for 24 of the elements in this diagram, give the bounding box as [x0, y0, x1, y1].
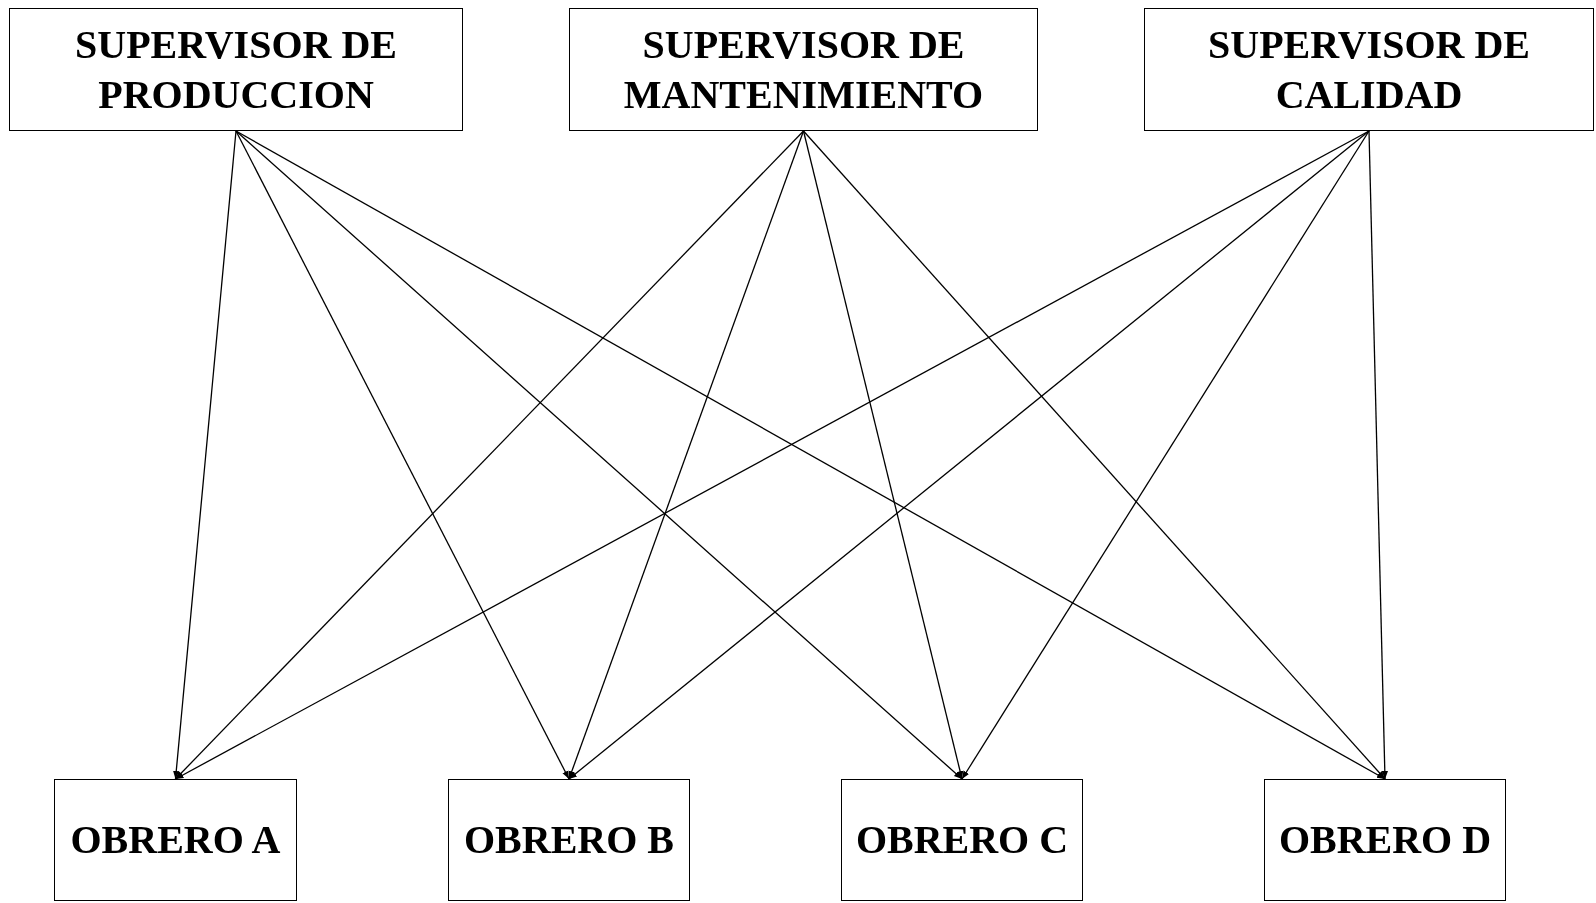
arrow	[802, 130, 964, 780]
box-label: OBRERO D	[1278, 816, 1492, 864]
worker-box	[448, 779, 690, 901]
arrow	[568, 130, 805, 780]
box-label: OBRERO B	[463, 816, 674, 864]
box-label: SUPERVISOR DE MANTENIMIENTO	[622, 20, 985, 119]
worker-box	[1264, 779, 1506, 901]
box-label: SUPERVISOR DE CALIDAD	[1207, 20, 1531, 119]
arrow	[961, 130, 1370, 780]
arrow	[173, 130, 237, 780]
worker-box	[54, 779, 297, 901]
worker-box	[841, 779, 1083, 901]
arrow	[235, 130, 570, 780]
box-label: OBRERO A	[70, 816, 281, 864]
supervisor-box	[9, 8, 463, 131]
box-label: SUPERVISOR DE PRODUCCION	[74, 20, 398, 119]
arrow	[235, 130, 963, 780]
arrow	[1368, 130, 1388, 780]
arrow	[174, 130, 805, 780]
arrow	[568, 130, 1370, 780]
supervisor-box	[569, 8, 1038, 131]
arrow	[802, 130, 1386, 780]
supervisor-box	[1144, 8, 1594, 131]
box-label: OBRERO C	[855, 816, 1069, 864]
